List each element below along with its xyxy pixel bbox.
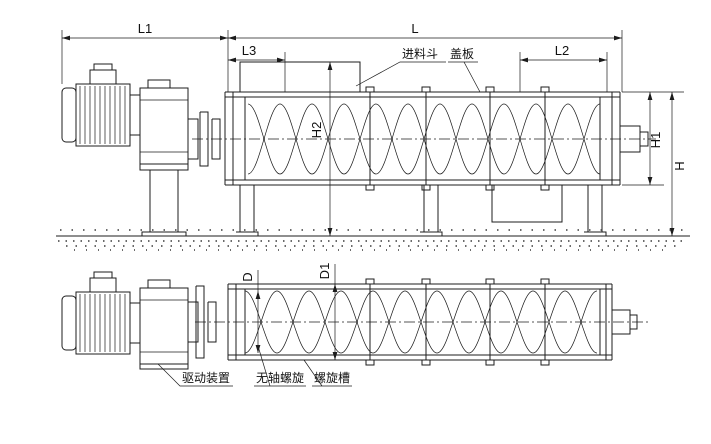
motor-flange — [129, 94, 141, 136]
spiral-back-edge — [247, 103, 601, 175]
dim-label-L2: L2 — [555, 43, 569, 58]
feed-hopper-label: 进料斗 — [402, 47, 438, 61]
spiral-back-edge — [244, 290, 598, 354]
gearbox-lug — [147, 279, 171, 289]
bottom-callouts: 驱动装置 无轴螺旋 螺旋槽 — [157, 345, 352, 387]
feed-hopper-leader — [355, 61, 446, 87]
motor-body — [75, 291, 131, 355]
end-bearing — [612, 309, 638, 335]
dim-label-H2: H2 — [309, 122, 324, 139]
cover-plate-label: 盖板 — [450, 47, 474, 61]
trough-bottom-view — [195, 278, 648, 366]
spiral-trough-leader — [303, 359, 352, 387]
dim-label-D: D — [240, 272, 255, 281]
dim-label-L: L — [411, 21, 418, 36]
supports-and-ground — [56, 185, 690, 251]
gearbox-ribs — [140, 99, 188, 153]
motor-body — [75, 83, 131, 147]
dim-label-D1: D1 — [317, 263, 332, 280]
top-view: L1 L L3 L2 H2 H1 H 进料斗 盖板 — [56, 21, 690, 251]
dimension-lines — [62, 37, 673, 236]
dim-label-L1: L1 — [138, 21, 152, 36]
bottom-dimensions: D D1 — [240, 263, 338, 360]
dimension-arrows — [62, 35, 675, 236]
shaftless-spiral-label: 无轴螺旋 — [256, 370, 304, 385]
bottom-view: D D1 驱动装置 — [61, 263, 648, 387]
fan-cover — [61, 87, 77, 143]
discharge-chute — [491, 185, 563, 223]
terminal-box — [89, 271, 117, 292]
coupling-flanges — [199, 111, 221, 167]
coupling-flanges — [195, 285, 217, 359]
gearbox-feet — [139, 163, 189, 171]
gearbox-feet — [139, 363, 189, 370]
motor-fins — [79, 86, 126, 144]
shaftless-spiral-leader — [254, 345, 306, 387]
end-bearing — [620, 125, 649, 153]
extension-lines — [61, 30, 684, 186]
gearbox-body — [139, 87, 189, 165]
top-dimensions: L1 L L3 L2 H2 H1 H — [61, 21, 687, 236]
drive-unit-label: 驱动装置 — [182, 371, 230, 385]
trough-joints — [365, 86, 550, 191]
motor-pedestal — [141, 170, 187, 237]
spiral-trough-label: 螺旋槽 — [314, 371, 350, 385]
trough-top-view — [192, 61, 656, 191]
cover-plate-leader — [448, 61, 481, 93]
motor-flange — [129, 302, 141, 344]
top-callouts: 进料斗 盖板 — [355, 47, 481, 93]
dim-label-L3: L3 — [242, 43, 256, 58]
motor-assembly-top — [61, 63, 221, 237]
motor-assembly-bottom — [61, 271, 217, 370]
feed-hopper-outline — [239, 61, 361, 92]
fan-cover — [61, 295, 77, 351]
motor-fins — [79, 294, 126, 352]
dim-label-H1: H1 — [648, 132, 663, 149]
gearbox-body — [139, 287, 189, 365]
dim-label-H: H — [672, 161, 687, 170]
gearbox-ribs — [140, 299, 188, 353]
terminal-box — [89, 63, 117, 84]
support-legs — [236, 185, 607, 237]
gearbox-lug — [147, 79, 171, 89]
drive-unit-leader — [157, 363, 233, 387]
